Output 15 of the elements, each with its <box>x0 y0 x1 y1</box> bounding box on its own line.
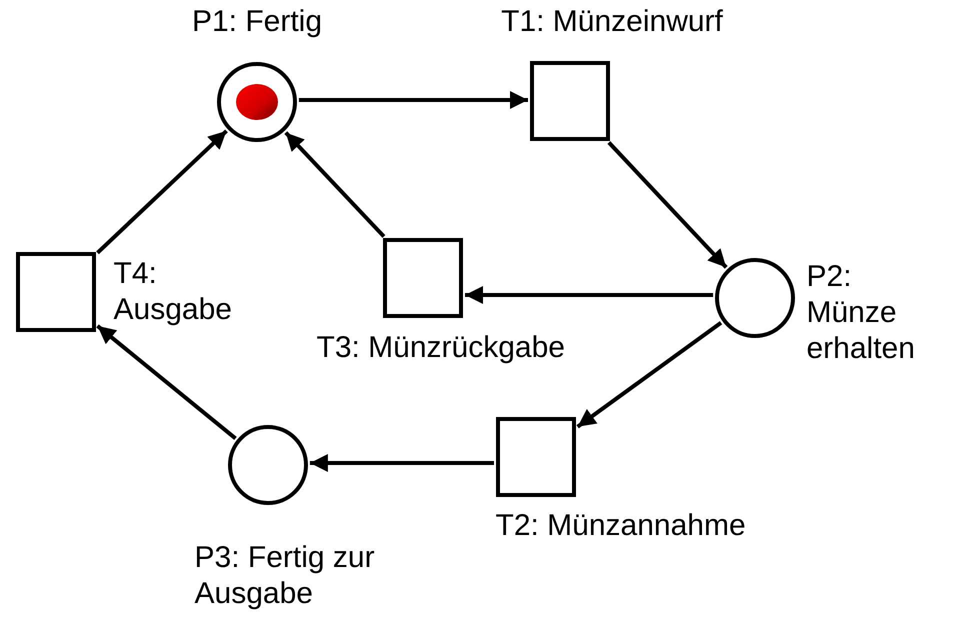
node-label: P3: Fertig zur Ausgabe <box>194 540 376 612</box>
node-label: T2: Münzannahme <box>496 508 747 544</box>
node-label: T4: Ausgabe <box>114 256 233 328</box>
node-label: P1: Fertig <box>190 4 324 40</box>
arc-arrow <box>284 131 386 238</box>
arc-arrow <box>298 91 528 109</box>
arc-arrow <box>576 321 722 428</box>
arc-arrow <box>96 129 228 254</box>
arc-arrow <box>607 141 728 269</box>
arc-arrow <box>96 324 237 440</box>
arc-arrow <box>465 286 714 304</box>
node-label: T3: Münzrückgabe <box>316 330 566 366</box>
arc-arrow <box>310 454 494 472</box>
node-label: P2: Münze erhalten <box>806 258 916 366</box>
node-label: T1: Münzeinwurf <box>500 4 724 40</box>
